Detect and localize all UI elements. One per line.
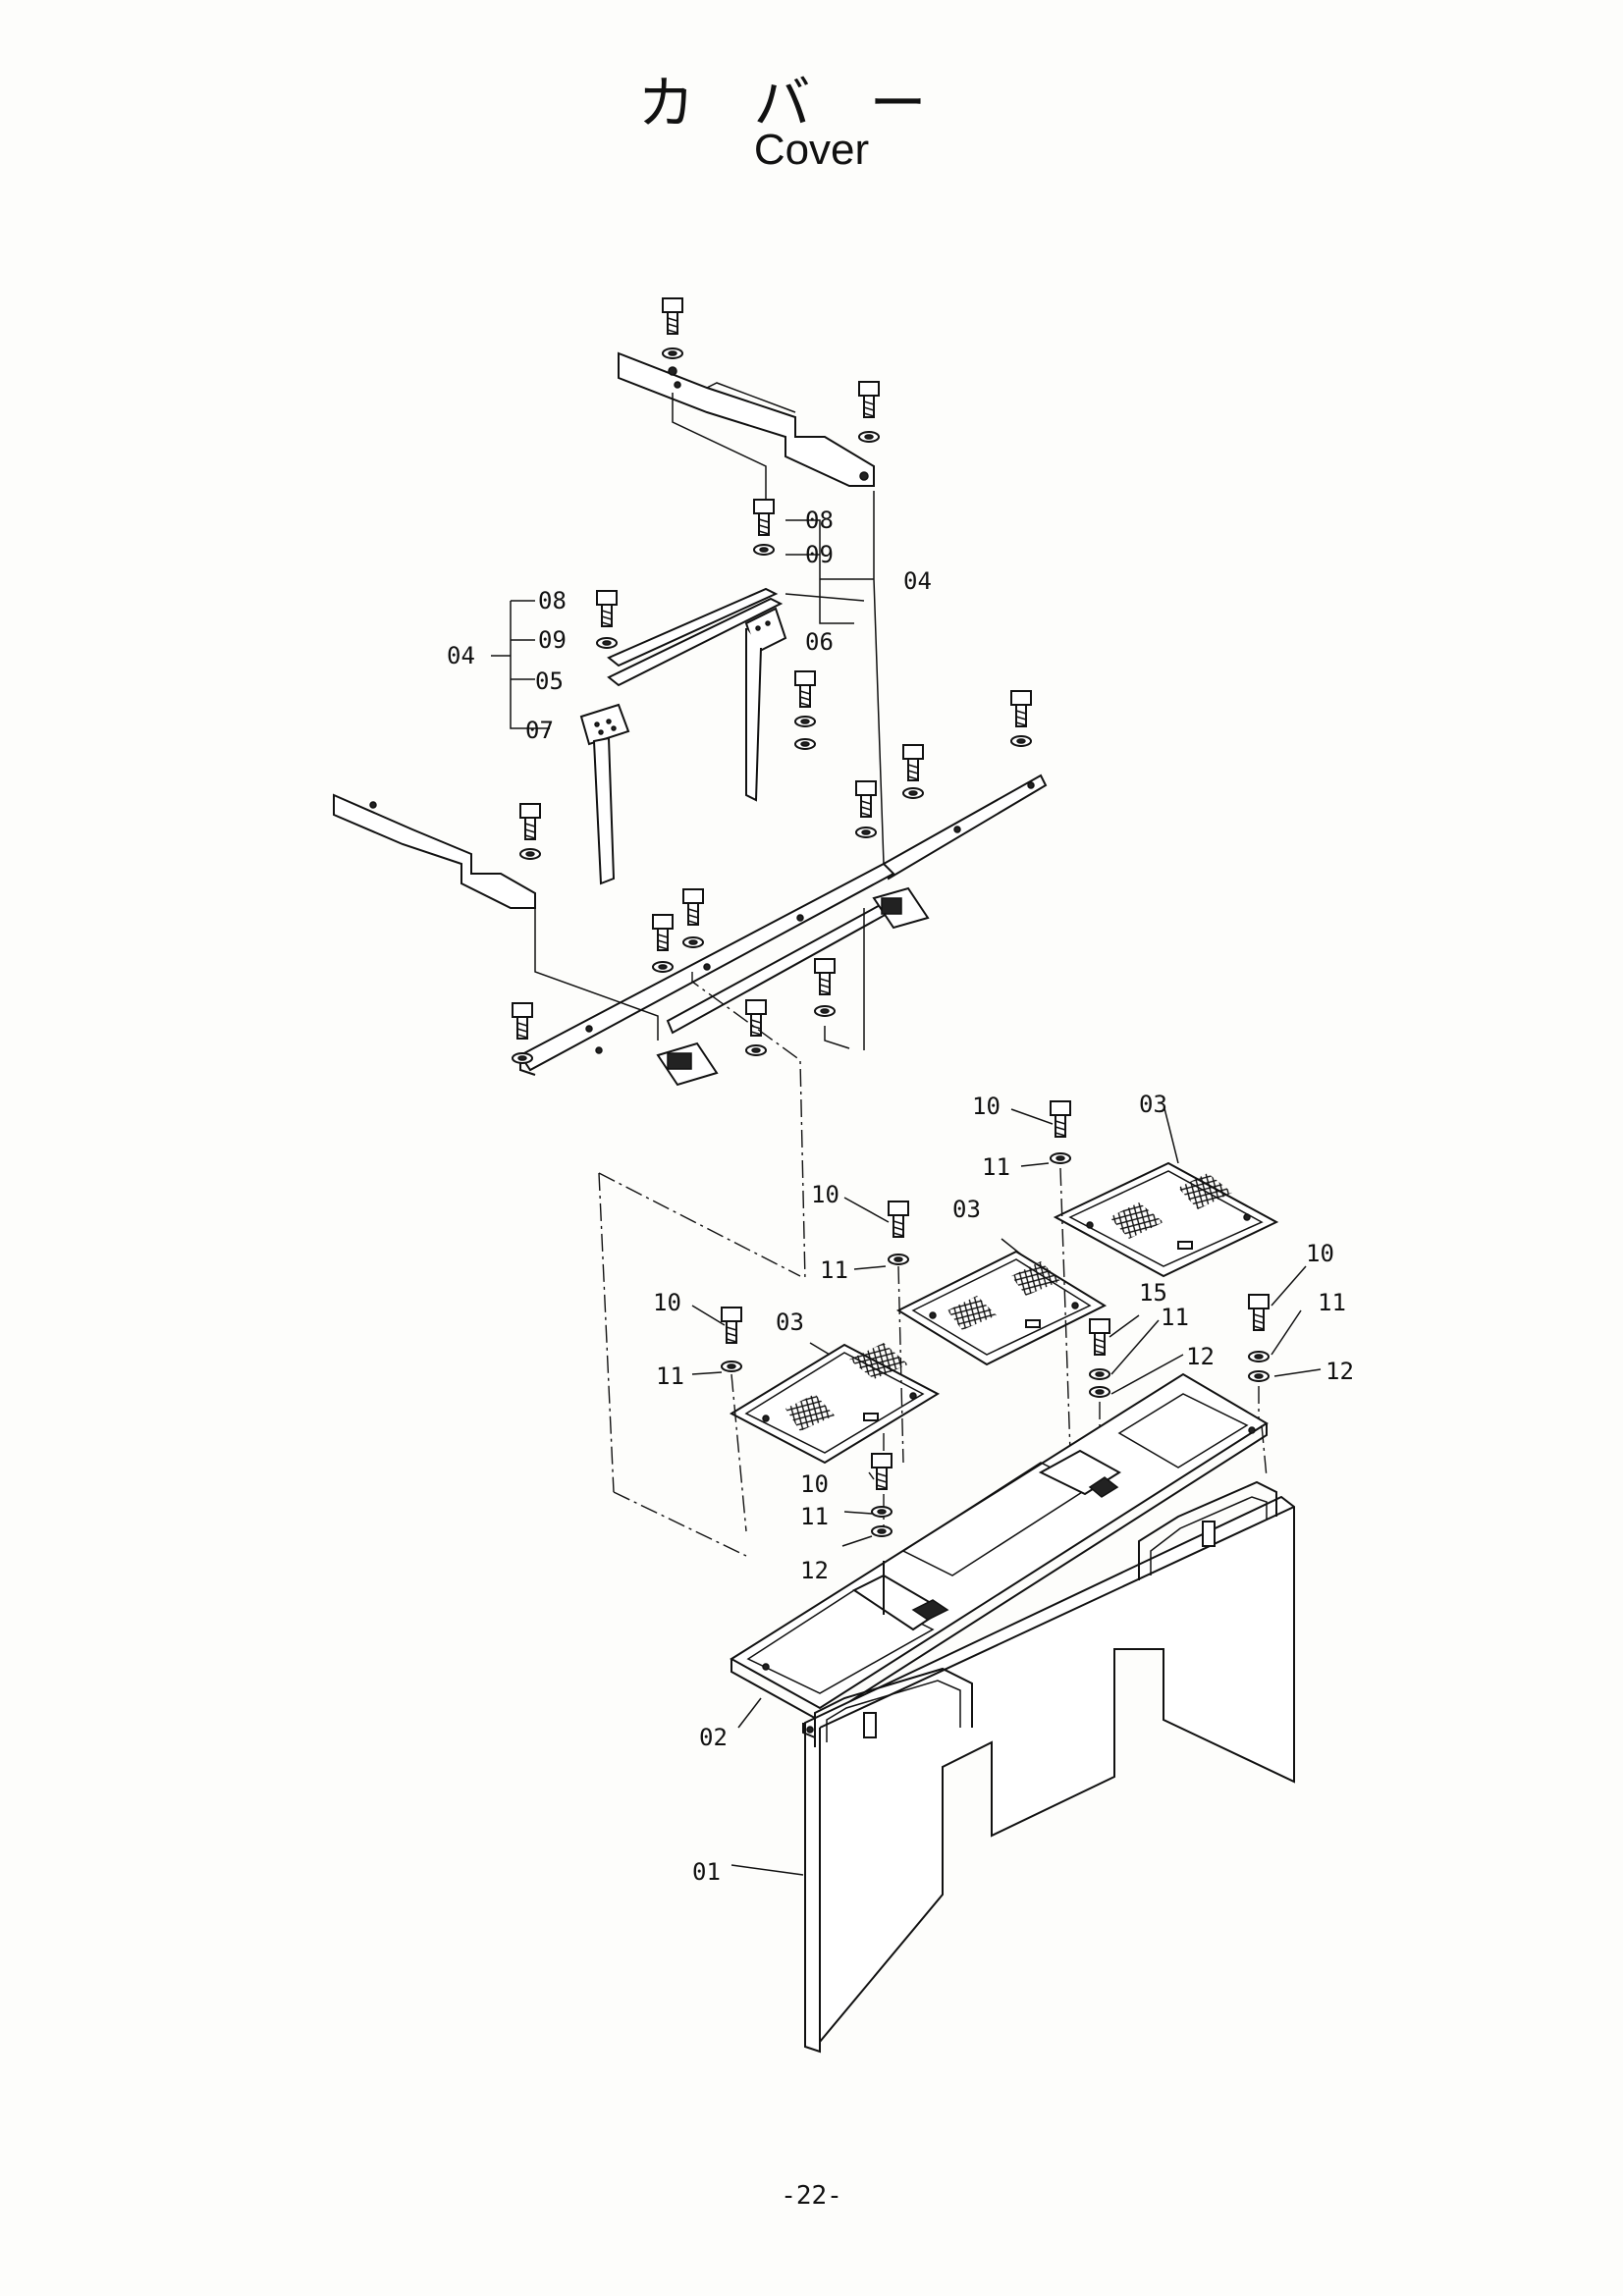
washer-mid-6	[682, 936, 704, 948]
bolt-mid-1	[519, 803, 541, 840]
mount-bracket-left	[656, 1041, 719, 1087]
stay-06	[607, 587, 787, 802]
base-frame-02	[730, 1372, 1269, 1723]
callout-10-top: 10	[972, 1093, 1001, 1120]
callout-10-left: 10	[653, 1289, 681, 1316]
callout-08-right: 08	[805, 507, 834, 534]
bolt-mid-stay	[794, 670, 816, 708]
bolt-mid-2	[1010, 690, 1032, 727]
bolt-rear-left	[662, 297, 683, 335]
callout-03-left: 03	[776, 1308, 804, 1336]
washer-rear-left	[662, 347, 683, 359]
callout-11-right: 11	[1318, 1289, 1346, 1316]
bolt-mid-9	[745, 999, 767, 1037]
washer-12-base	[871, 1525, 893, 1537]
center-crossbar	[518, 862, 895, 1076]
callout-15: 15	[1139, 1279, 1167, 1307]
callout-04-right: 04	[903, 567, 932, 595]
callout-12-mid-right: 12	[1186, 1343, 1215, 1370]
callout-01: 01	[692, 1858, 721, 1886]
cover-03-right	[1053, 1161, 1279, 1278]
cover-03-left	[729, 1343, 941, 1465]
front-left-frame	[333, 793, 536, 909]
callout-08-left: 08	[538, 587, 567, 614]
main-cover-01	[802, 1480, 1295, 2054]
title-japanese: カバー	[637, 70, 986, 136]
bolt-15	[1089, 1318, 1110, 1356]
callout-11-base: 11	[800, 1503, 829, 1530]
washer-11-base	[871, 1506, 893, 1518]
bolt-mid-6	[682, 888, 704, 926]
washer-mid-3	[902, 787, 924, 799]
stay-05	[607, 597, 784, 687]
washer-mid-4	[855, 827, 877, 838]
bracket-07	[579, 703, 630, 885]
washer-cover-left	[721, 1361, 742, 1372]
bolt-mid-8	[512, 1002, 533, 1040]
callout-09-right: 09	[805, 541, 834, 568]
washer-mid-1	[519, 848, 541, 860]
washer-mid-stay-2	[794, 738, 816, 750]
callout-03-middle: 03	[952, 1196, 981, 1223]
washer-12-side-right	[1248, 1370, 1270, 1382]
washer-mid-7	[814, 1005, 836, 1017]
callout-09-left: 09	[538, 626, 567, 654]
callout-11-top: 11	[982, 1153, 1010, 1181]
washer-11-side-right	[1248, 1351, 1270, 1362]
washer-mid-5	[652, 961, 674, 973]
callout-11-left: 11	[656, 1362, 684, 1390]
callout-06: 06	[805, 628, 834, 656]
mount-bracket-right	[863, 886, 930, 933]
bolt-cover-right	[1050, 1100, 1071, 1138]
washer-11-15	[1089, 1368, 1110, 1380]
callout-05: 05	[535, 667, 564, 695]
washer-mid-2	[1010, 735, 1032, 747]
washer-mid-stay-1	[794, 716, 816, 727]
callout-12-base: 12	[800, 1557, 829, 1584]
cover-03-middle	[895, 1250, 1108, 1366]
callout-02: 02	[699, 1724, 728, 1751]
bolt-mid-7	[814, 958, 836, 995]
title-english: Cover	[753, 126, 870, 174]
callout-10-base: 10	[800, 1470, 829, 1498]
upper-rear-frame	[618, 351, 875, 487]
bolt-base	[871, 1453, 893, 1490]
callout-11-mid-right: 11	[1161, 1304, 1189, 1331]
bolt-cover-middle	[888, 1201, 909, 1238]
callout-11-upper: 11	[820, 1256, 848, 1284]
washer-09-left	[596, 637, 618, 649]
bolt-08-left	[596, 590, 618, 627]
callout-12-right: 12	[1325, 1358, 1354, 1385]
bolt-08-right	[753, 499, 775, 536]
washer-mid-9	[745, 1044, 767, 1056]
washer-mid-8	[512, 1052, 533, 1064]
callout-10-upper: 10	[811, 1181, 839, 1208]
washer-09-right	[753, 544, 775, 556]
callout-10-right: 10	[1306, 1240, 1334, 1267]
callout-03-right: 03	[1139, 1091, 1167, 1118]
bolt-mid-5	[652, 914, 674, 951]
washer-rear-right	[858, 431, 880, 443]
bolt-mid-3	[902, 744, 924, 781]
washer-cover-right	[1050, 1152, 1071, 1164]
washer-cover-middle	[888, 1254, 909, 1265]
bolt-side-right	[1248, 1294, 1270, 1331]
page-number: -22-	[781, 2181, 842, 2211]
callout-07: 07	[525, 717, 554, 744]
bolt-mid-4	[855, 780, 877, 818]
bolt-rear-right	[858, 381, 880, 418]
washer-12-15	[1089, 1386, 1110, 1398]
callout-04-left: 04	[447, 642, 475, 669]
